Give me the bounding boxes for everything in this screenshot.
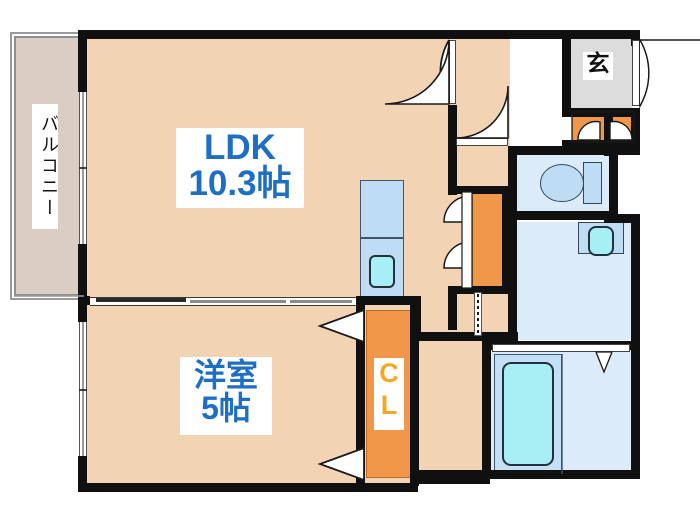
wall-storage-bottom bbox=[448, 286, 510, 294]
wall-genkan-shoe-base bbox=[562, 140, 640, 149]
genkan-label: 玄 bbox=[583, 52, 613, 80]
toilet-tank bbox=[583, 162, 602, 204]
entrance-door-leaf[interactable] bbox=[632, 40, 640, 106]
wall-top bbox=[78, 30, 640, 39]
wall-storage-right bbox=[502, 186, 511, 294]
wall-washroom-left bbox=[508, 220, 517, 332]
wall-bath-bottom-fill bbox=[410, 470, 490, 484]
wall-bath-left bbox=[482, 341, 491, 479]
bathroom-door[interactable] bbox=[492, 344, 630, 352]
washroom-door[interactable] bbox=[474, 292, 482, 336]
wall-genkan-bottom bbox=[562, 108, 612, 117]
closet-label-c: C bbox=[379, 358, 399, 388]
wall-bottom-bedroom bbox=[78, 483, 418, 492]
bedroom-label: 洋室 5帖 bbox=[180, 357, 272, 435]
kitchen-sink-basin bbox=[369, 255, 395, 288]
wall-washroom-bottom bbox=[416, 332, 518, 341]
wall-toilet-top bbox=[508, 146, 640, 155]
partition-rail-c bbox=[290, 300, 352, 303]
toilet-bowl bbox=[540, 164, 584, 202]
wall-left-bedroom-top bbox=[78, 296, 87, 322]
wall-genkan-left bbox=[562, 30, 571, 116]
wall-bottom-right bbox=[410, 470, 640, 479]
wall-ldk-hall bbox=[448, 105, 457, 195]
wall-ldk-hall-lower bbox=[448, 286, 457, 330]
wall-left-bedroom-bot bbox=[78, 456, 87, 492]
wall-right-link bbox=[604, 214, 640, 223]
kitchen-counter-upper bbox=[360, 180, 404, 238]
wall-closet-top bbox=[356, 296, 420, 305]
wall-genkan-right bbox=[631, 108, 640, 152]
entrance-door-swing bbox=[639, 37, 650, 109]
wall-storage-top bbox=[448, 186, 510, 194]
washbasin-bowl bbox=[588, 226, 614, 256]
bedroom-window[interactable] bbox=[79, 322, 87, 456]
balcony-label: バルコニー bbox=[32, 104, 59, 229]
wall-left-ldk-lower bbox=[78, 244, 87, 304]
wall-toilet-bottom bbox=[508, 211, 618, 220]
wall-toilet-right bbox=[609, 146, 618, 220]
hall-door-leaf[interactable] bbox=[456, 138, 508, 146]
wall-closet-left bbox=[356, 296, 365, 486]
bathtub bbox=[502, 362, 554, 466]
wall-left-ldk bbox=[78, 30, 87, 92]
wall-toilet-left bbox=[508, 146, 517, 220]
wall-right-outer-upper bbox=[631, 30, 640, 46]
closet-label: C L bbox=[374, 358, 404, 430]
closet-label-l: L bbox=[380, 389, 398, 420]
storage-closet bbox=[472, 192, 506, 288]
wall-closet-right bbox=[410, 296, 419, 486]
ldk-label: LDK 10.3帖 bbox=[176, 128, 304, 208]
wall-bedroom-ldk bbox=[78, 296, 90, 305]
partition-rail-a bbox=[96, 298, 186, 302]
partition-rail-b bbox=[190, 300, 286, 303]
balcony-window[interactable] bbox=[79, 92, 87, 244]
ldk-door-leaf[interactable] bbox=[449, 40, 456, 104]
